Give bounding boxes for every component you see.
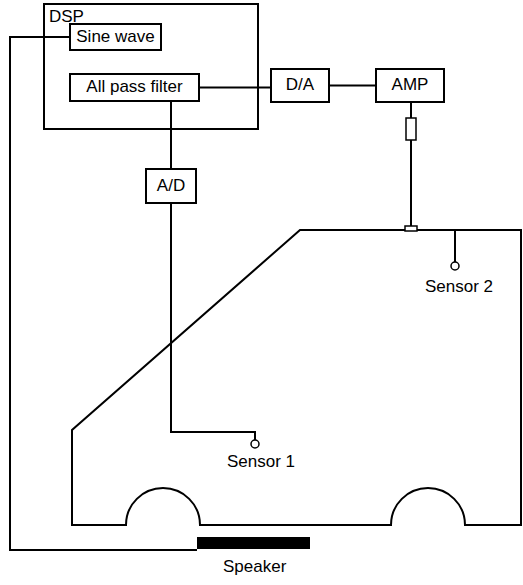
block-label: Sine wave [76,28,154,47]
signal-wire [171,204,255,440]
block-box: D/A [270,68,330,103]
microphone-symbol [451,262,459,270]
speaker-symbol [197,537,310,549]
microphone-symbol [251,440,259,448]
connector-line [200,87,270,89]
signal-connector [171,102,172,168]
signal-wire [10,37,197,550]
block-label: A/D [157,177,185,196]
processor-box: DSPSine waveAll pass filter [43,3,259,130]
connector-line [170,102,172,168]
block-label: AMP [392,76,429,95]
sensor-lead [454,230,456,262]
connector-line [330,85,375,87]
block-box: Sine wave [69,23,162,51]
actuator-symbol [406,118,416,140]
block-label: D/A [286,76,314,95]
block-box: A/D [145,168,197,204]
vehicle-body [72,230,521,525]
shaker-mount [405,226,417,231]
part-label: Speaker [222,558,287,577]
signal-wire [410,103,412,118]
signal-connector [200,87,270,88]
block-box: All pass filter [69,73,200,102]
signal-connector [330,85,375,86]
block-box: AMP [375,68,445,103]
signal-wire [410,140,412,226]
part-label: Sensor 2 [424,278,494,297]
block-label: All pass filter [86,78,182,97]
part-label: Sensor 1 [226,453,296,472]
